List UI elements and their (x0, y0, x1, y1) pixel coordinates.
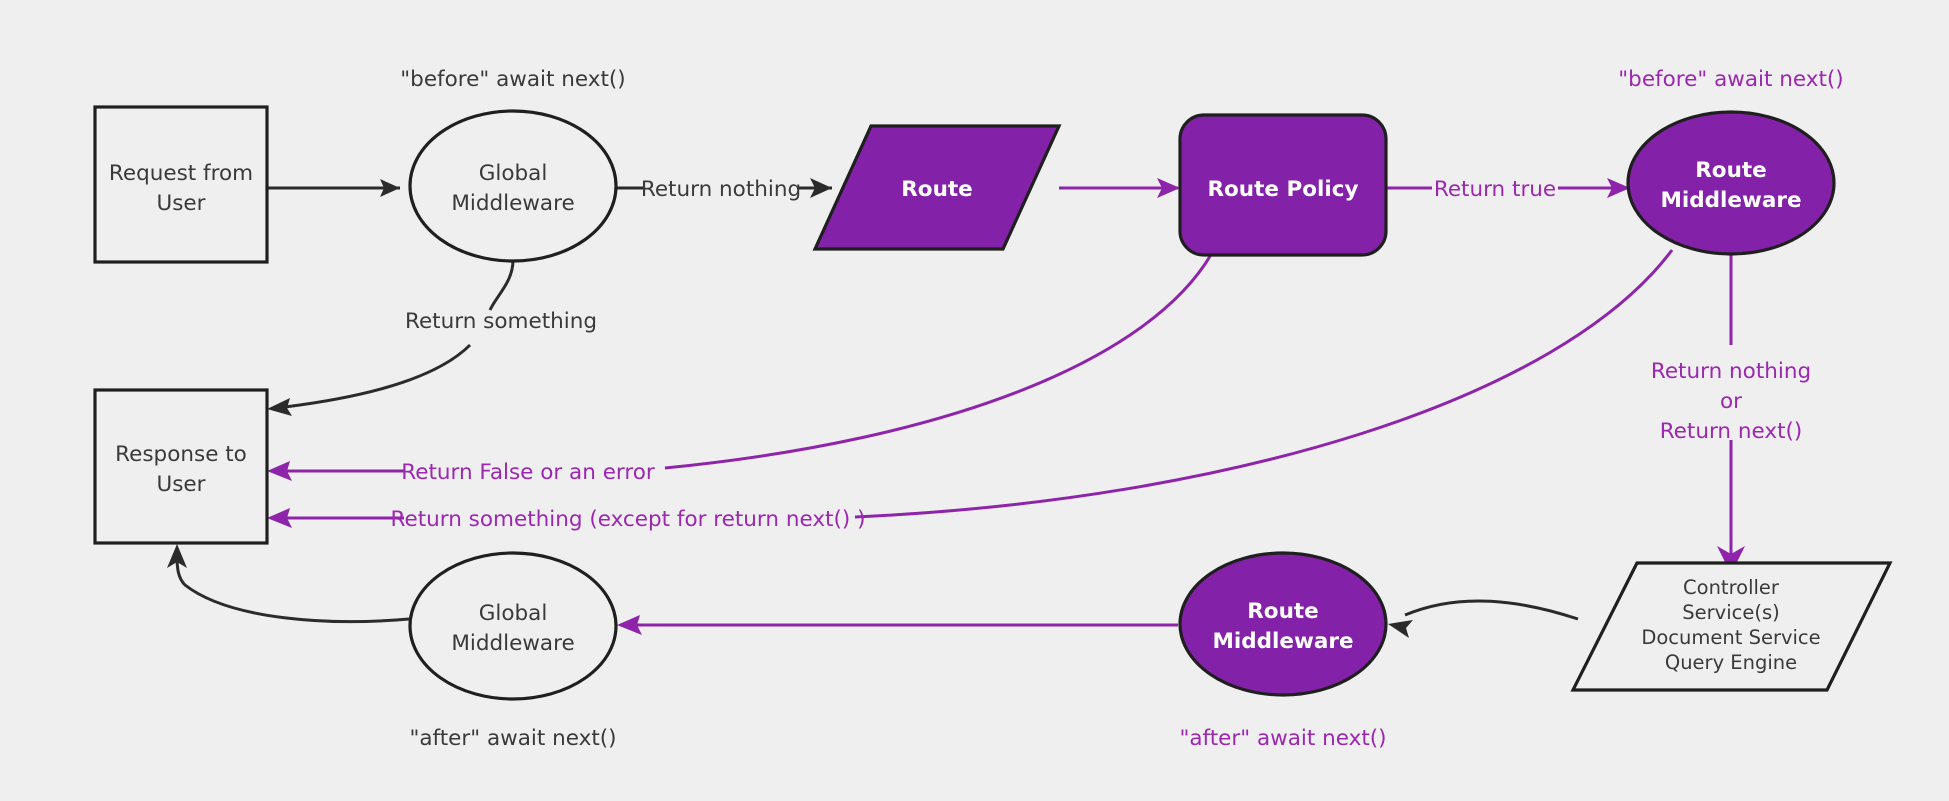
edge-route-middleware-to-response: Return something (except for return next… (267, 249, 1674, 532)
node-global-middleware-top-line2: Middleware (451, 191, 574, 216)
edge-route-middleware-bottom-to-global-middleware-bottom (617, 615, 1178, 635)
edge-request-to-global-middleware (267, 179, 400, 197)
edge-controller-to-route-middleware-bottom (1388, 599, 1579, 638)
edge-label-return-next-line3: Return next() (1660, 419, 1803, 444)
node-route-middleware-top-line1: Route (1695, 158, 1767, 183)
edge-global-middleware-return-something: Return something (267, 259, 597, 416)
edge-global-middleware-bottom-to-response (167, 544, 410, 624)
edge-label-return-nothing: Return nothing (641, 177, 801, 202)
edge-label-return-true: Return true (1434, 177, 1556, 202)
node-route-middleware-bottom[interactable]: Route Middleware (1178, 551, 1388, 697)
node-global-middleware-bottom[interactable]: Global Middleware (408, 551, 618, 701)
annotation-before-await-next-route: "before" await next() (1618, 67, 1843, 92)
node-response-line2: User (156, 472, 205, 497)
node-controller-line-1: Service(s) (1682, 601, 1779, 624)
annotation-after-await-next-route: "after" await next() (1179, 726, 1386, 751)
node-controller-services[interactable]: Controller Service(s) Document Service Q… (1570, 561, 1893, 692)
edge-global-middleware-to-route: Return nothing (616, 177, 832, 202)
node-controller-line-2: Document Service (1641, 626, 1820, 649)
node-route-policy-label: Route Policy (1207, 177, 1358, 202)
annotation-before-await-next-global: "before" await next() (400, 67, 625, 92)
node-route-middleware-top[interactable]: Route Middleware (1626, 110, 1836, 256)
annotation-after-await-next-global: "after" await next() (409, 726, 616, 751)
node-route-middleware-top-line2: Middleware (1660, 188, 1801, 213)
edge-label-return-something: Return something (405, 309, 597, 334)
node-controller-line-0: Controller (1683, 576, 1780, 599)
edge-route-policy-to-response: Return False or an error (267, 252, 1214, 485)
node-request-line1: Request from (109, 161, 253, 186)
node-request-from-user[interactable]: Request from User (93, 105, 269, 264)
node-route-middleware-bottom-line1: Route (1247, 599, 1319, 624)
node-global-middleware-bottom-line2: Middleware (451, 631, 574, 656)
node-route-label: Route (901, 177, 973, 202)
node-response-to-user[interactable]: Response to User (93, 388, 269, 545)
edge-route-middleware-to-controller: Return nothing or Return next() (1651, 254, 1811, 574)
edge-label-return-nothing-or: or (1720, 389, 1742, 414)
node-controller-line-3: Query Engine (1665, 651, 1797, 674)
node-route[interactable]: Route (812, 124, 1062, 251)
node-request-line2: User (156, 191, 205, 216)
node-global-middleware-bottom-line1: Global (479, 601, 548, 626)
node-route-middleware-bottom-line2: Middleware (1212, 629, 1353, 654)
edge-route-to-route-policy (1059, 178, 1180, 198)
node-response-line1: Response to (115, 442, 247, 467)
edge-route-policy-to-route-middleware: Return true (1386, 177, 1630, 202)
edge-label-return-false-or-error: Return False or an error (401, 460, 655, 485)
node-global-middleware-top-line1: Global (479, 161, 548, 186)
node-global-middleware-top[interactable]: Global Middleware (408, 109, 618, 263)
node-route-policy[interactable]: Route Policy (1178, 113, 1388, 257)
edge-label-return-nothing-line1: Return nothing (1651, 359, 1811, 384)
edge-label-return-something-except-next: Return something (except for return next… (391, 507, 866, 532)
